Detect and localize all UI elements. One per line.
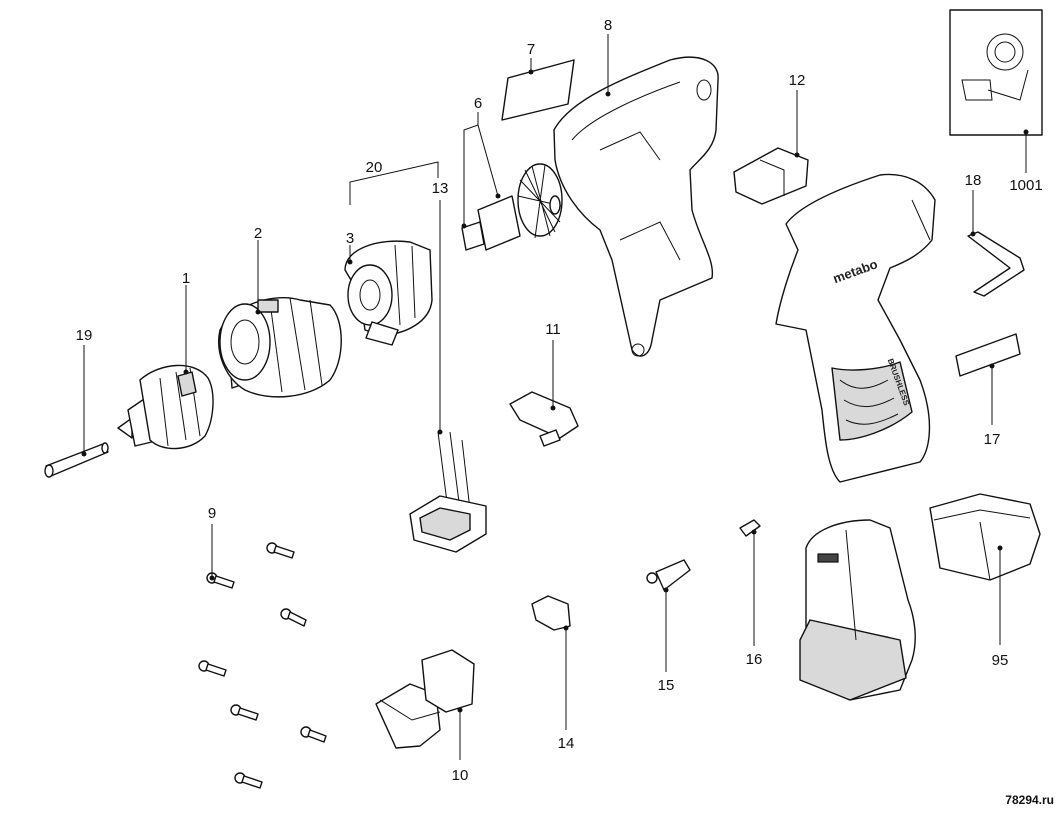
screw [280, 608, 307, 627]
part-13-electronics [409, 431, 487, 553]
callout-12: 12 [789, 72, 806, 89]
callout-labels: 1 2 3 6 7 8 9 10 11 12 13 14 15 16 17 18… [76, 17, 1043, 784]
part-19-pin [44, 442, 109, 478]
callout-3: 3 [346, 230, 354, 247]
callout-11: 11 [545, 321, 561, 338]
part-17-label [955, 333, 1021, 377]
callout-13: 13 [432, 180, 449, 197]
leader-lines [81, 34, 1029, 760]
callout-17: 17 [984, 431, 1001, 448]
part-8-housing-half [553, 56, 719, 357]
part-9-screws [198, 542, 327, 789]
screw [230, 704, 259, 721]
part-16-contact [739, 519, 761, 537]
callout-7: 7 [527, 41, 535, 58]
screw [266, 542, 295, 559]
part-7-label-strip [501, 59, 575, 121]
callout-10: 10 [452, 767, 469, 784]
part-1-chuck [117, 364, 214, 450]
part-14-clip [531, 595, 571, 631]
screw [206, 572, 235, 589]
callout-9: 9 [208, 505, 216, 522]
part-6-rotor [461, 163, 563, 251]
callout-19: 19 [76, 327, 93, 344]
screw [300, 726, 327, 743]
callout-1: 1 [182, 270, 190, 287]
part-95-cap [929, 493, 1041, 581]
watermark: 78294.ru [1005, 793, 1054, 807]
part-12-switch-cap [733, 147, 809, 205]
part-2-gearbox [218, 296, 342, 398]
callout-20: 20 [366, 159, 383, 176]
callout-1001: 1001 [1009, 177, 1042, 194]
part-15-led [646, 559, 691, 591]
callout-16: 16 [746, 651, 763, 668]
part-1001-inset [949, 9, 1043, 136]
part-18-bracket [967, 231, 1025, 297]
callout-15: 15 [658, 677, 675, 694]
callout-14: 14 [558, 735, 575, 752]
callout-18: 18 [965, 172, 982, 189]
part-10-switch [375, 649, 475, 749]
screw [234, 772, 263, 789]
part-3-stator [344, 240, 433, 346]
part-housing-right: metabo BRUSHLESS [775, 173, 936, 483]
callout-2: 2 [254, 225, 262, 242]
callout-95: 95 [992, 652, 1009, 669]
part-11-slider [509, 391, 579, 447]
callout-8: 8 [604, 17, 612, 34]
part-battery-pack [799, 519, 916, 701]
screw [198, 660, 227, 677]
callout-6: 6 [474, 95, 482, 112]
